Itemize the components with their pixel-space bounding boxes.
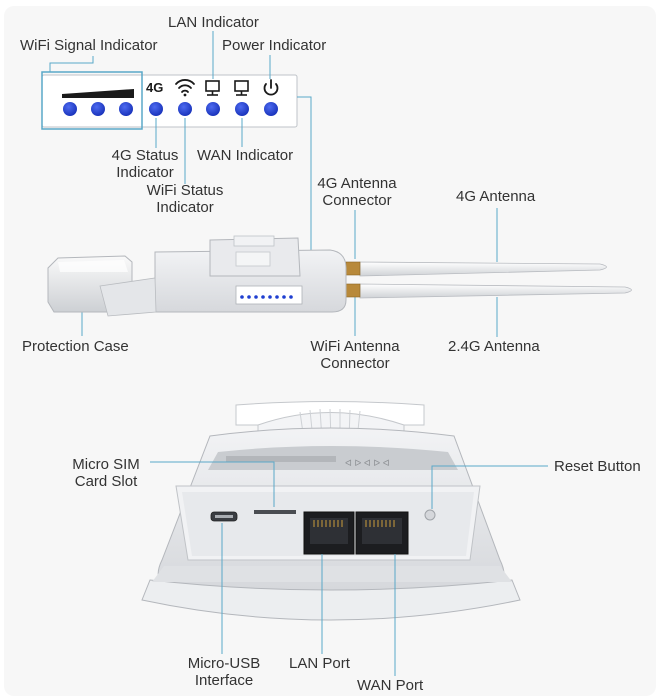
antenna-24g-label: 2.4G Antenna: [448, 338, 540, 355]
reset-button: [424, 509, 436, 521]
wifi-antenna-connector-label: WiFi Antenna Connector: [310, 338, 400, 372]
micro-usb-label: Micro-USB Interface: [187, 655, 261, 689]
antenna-connector-4g-label: 4G Antenna Connector: [317, 175, 397, 209]
micro-sim-label: Micro SIM Card Slot: [72, 456, 140, 490]
antenna-4g-label: 4G Antenna: [456, 188, 536, 205]
power-indicator-label: Power Indicator: [222, 37, 327, 54]
protection-case-label: Protection Case: [22, 338, 129, 355]
reset-button-label: Reset Button: [554, 458, 641, 475]
antenna-connector-4g: [345, 261, 361, 276]
wan-port-label: WAN Port: [357, 677, 424, 694]
svg-text:ᐊ ᐅ ᐊ ᐅ ᐊ: ᐊ ᐅ ᐊ ᐅ ᐊ: [345, 458, 390, 468]
wan-port-icon: [234, 80, 249, 96]
led-power: [264, 102, 278, 116]
lan-indicator-label: LAN Indicator: [168, 14, 259, 31]
led-signal-2: [91, 102, 105, 116]
antenna-4g: [359, 261, 607, 277]
led-signal-3: [119, 102, 133, 116]
led-wan: [235, 102, 249, 116]
wifi-signal-highlight-box: [41, 71, 143, 130]
wifi-status-label: WiFi Status Indicator: [146, 182, 224, 216]
led-lan: [206, 102, 220, 116]
wan-indicator-label: WAN Indicator: [197, 147, 294, 164]
bottom-cover: [141, 579, 521, 621]
led-signal-1: [63, 102, 77, 116]
led-wifi-status: [178, 102, 192, 116]
wan-port: [355, 511, 409, 555]
led-panel: [41, 71, 298, 130]
power-icon: [263, 79, 279, 96]
router-bottom-view: ᐊ ᐅ ᐊ ᐅ ᐊ: [141, 401, 521, 621]
signal-bars-icon: [62, 89, 134, 98]
status-4g-label: 4G Status Indicator: [111, 147, 179, 181]
led-4g-status: [149, 102, 163, 116]
antenna-24g: [359, 283, 632, 299]
background-card: [4, 6, 656, 696]
panel-4g-label: 4G: [146, 80, 164, 95]
bottom-callout-lines: [150, 461, 548, 676]
router-side-view: [47, 235, 632, 317]
mini-led-strip: [235, 285, 303, 305]
lan-port-label: LAN Port: [289, 655, 350, 672]
wifi-signal-indicator-label: WiFi Signal Indicator: [20, 37, 158, 54]
micro-sim-slot: [254, 510, 296, 514]
lan-port-icon: [205, 80, 220, 96]
wifi-icon: [175, 79, 195, 97]
antenna-connector-wifi: [345, 283, 361, 298]
lan-port: [303, 511, 355, 555]
